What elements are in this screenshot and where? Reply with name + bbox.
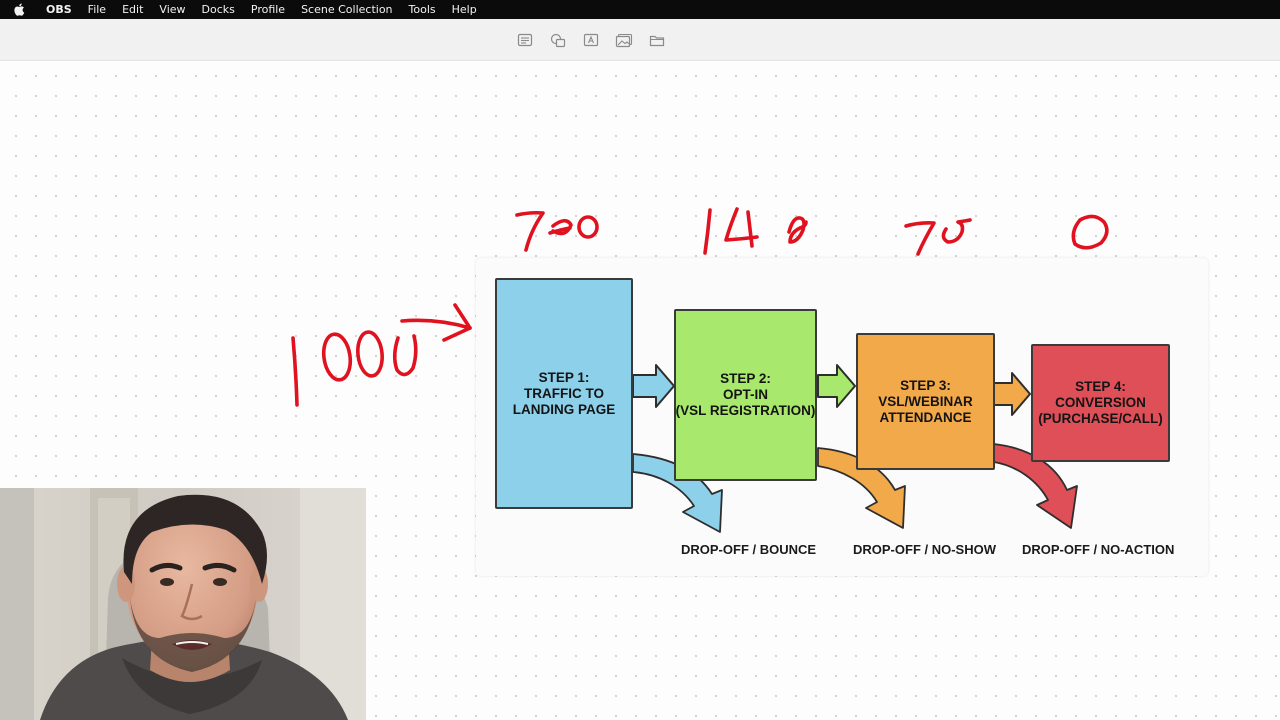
menu-view[interactable]: View — [159, 3, 186, 16]
step-1-line-2: LANDING PAGE — [512, 401, 616, 417]
image-icon[interactable] — [613, 31, 635, 49]
step-3-line-1: VSL/WEBINAR — [878, 393, 973, 409]
step-4-line-1: CONVERSION — [1055, 395, 1146, 410]
webcam-overlay — [0, 488, 366, 720]
dropoff-arrow-3 — [993, 443, 1078, 529]
dropoff-label-1: DROP-OFF / BOUNCE — [681, 542, 817, 557]
step-4-title: STEP 4: — [1075, 379, 1126, 394]
note-icon[interactable] — [514, 31, 536, 49]
toolbar-tools — [514, 31, 668, 49]
menu-file[interactable]: File — [87, 3, 107, 16]
step-1-title: STEP 1: — [538, 369, 590, 385]
connector-arrow-2 — [817, 364, 856, 408]
menu-bar: OBS File Edit View Docks Profile Scene C… — [0, 0, 1280, 19]
funnel-step-2: STEP 2: OPT-IN (VSL REGISTRATION) — [674, 309, 817, 481]
menu-docks[interactable]: Docks — [201, 3, 235, 16]
step-3-line-2: ATTENDANCE — [879, 409, 972, 425]
menu-tools[interactable]: Tools — [408, 3, 436, 16]
dropoff-label-3: DROP-OFF / NO-ACTION — [1022, 542, 1175, 557]
menu-edit[interactable]: Edit — [122, 3, 144, 16]
funnel-step-1: STEP 1: TRAFFIC TO LANDING PAGE — [495, 278, 633, 509]
dropoff-arrow-2 — [817, 447, 906, 529]
dropoff-arrow-1 — [632, 453, 723, 533]
step-2-title: STEP 2: — [720, 371, 771, 386]
step-2-line-2: (VSL REGISTRATION) — [675, 403, 816, 418]
connector-arrow-1 — [632, 364, 675, 408]
shapes-icon[interactable] — [547, 31, 569, 49]
folder-icon[interactable] — [646, 31, 668, 49]
connector-arrow-3 — [993, 372, 1031, 416]
whiteboard-toolbar — [0, 19, 1280, 61]
step-2-line-1: OPT-IN — [722, 387, 768, 402]
menu-profile[interactable]: Profile — [250, 3, 286, 16]
presenter-video-frame — [0, 488, 366, 720]
funnel-arrows — [632, 364, 1078, 533]
funnel-diagram-image[interactable]: STEP 1: TRAFFIC TO LANDING PAGE STEP 2: … — [476, 258, 1208, 576]
menu-help[interactable]: Help — [451, 3, 477, 16]
step-4-line-2: (PURCHASE/CALL) — [1038, 411, 1163, 426]
step-3-title: STEP 3: — [900, 377, 951, 393]
funnel-step-3: STEP 3: VSL/WEBINAR ATTENDANCE — [856, 333, 995, 470]
dropoff-label-2: DROP-OFF / NO-SHOW — [853, 542, 996, 557]
menu-scene-collection[interactable]: Scene Collection — [301, 3, 393, 16]
text-box-icon[interactable] — [580, 31, 602, 49]
step-1-line-1: TRAFFIC TO — [524, 385, 604, 401]
funnel-step-4: STEP 4: CONVERSION (PURCHASE/CALL) — [1031, 344, 1170, 462]
menu-obs[interactable]: OBS — [46, 3, 72, 16]
apple-icon[interactable] — [0, 3, 38, 16]
